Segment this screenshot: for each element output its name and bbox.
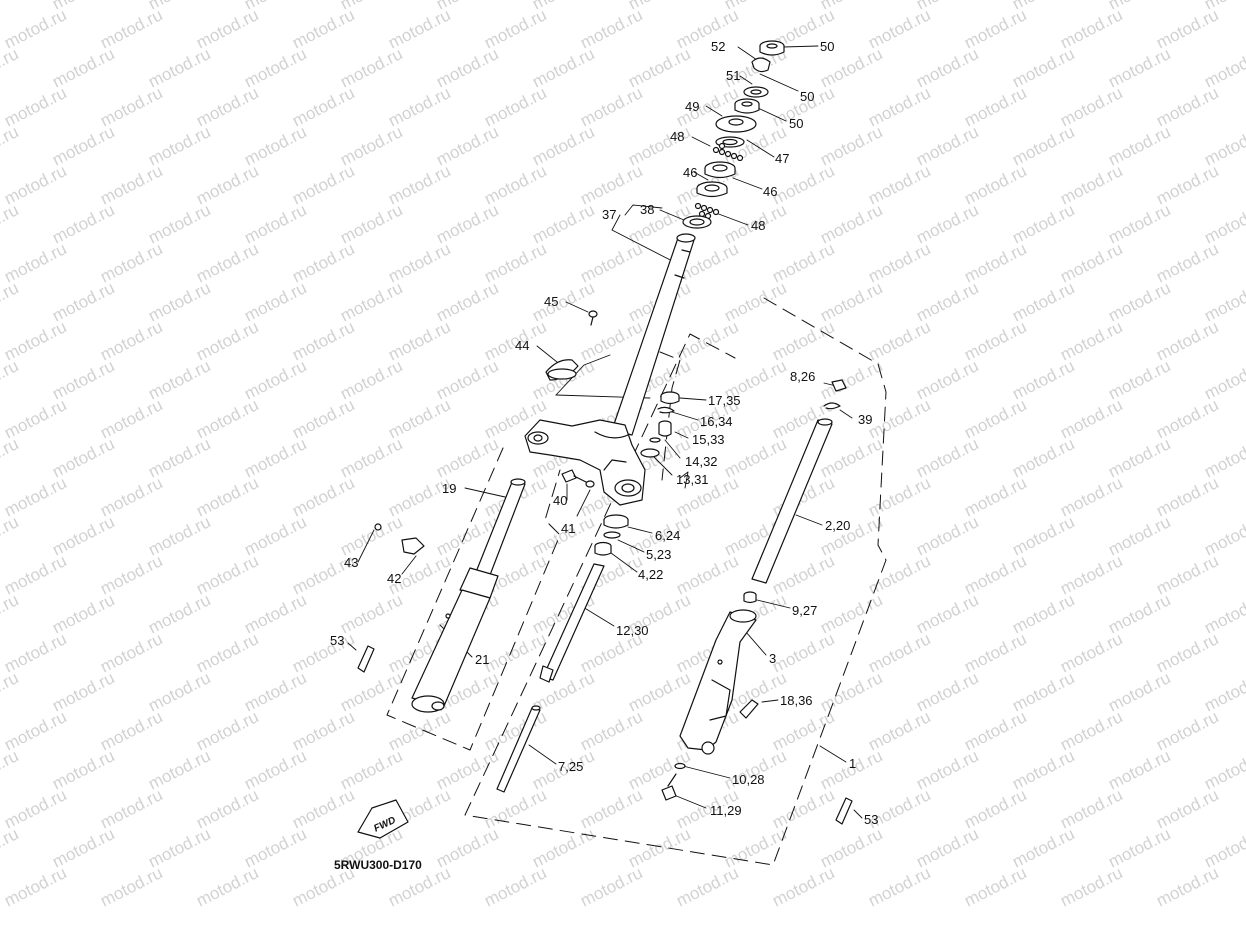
callout-7-25[interactable]: 7,25 bbox=[558, 759, 584, 774]
reflector-53-left bbox=[357, 645, 375, 673]
left-fork-leg bbox=[357, 478, 526, 713]
callout-12-30[interactable]: 12,30 bbox=[616, 623, 649, 638]
callout-40[interactable]: 40 bbox=[553, 493, 568, 508]
balls-lower bbox=[694, 202, 720, 220]
collar-9 bbox=[743, 591, 757, 604]
callout-52[interactable]: 52 bbox=[711, 39, 726, 54]
cap-17 bbox=[660, 391, 680, 405]
callout-18-36[interactable]: 18,36 bbox=[780, 693, 813, 708]
cap-bolt-43 bbox=[374, 523, 382, 531]
right-fork-outline bbox=[464, 297, 887, 866]
callout-21[interactable]: 21 bbox=[475, 652, 490, 667]
damper-rod-12 bbox=[539, 563, 605, 683]
bolt-11 bbox=[661, 773, 677, 801]
steering-stem bbox=[524, 233, 696, 506]
callout-48-a[interactable]: 48 bbox=[670, 129, 685, 144]
callout-43[interactable]: 43 bbox=[344, 555, 359, 570]
callout-6-24[interactable]: 6,24 bbox=[655, 528, 681, 543]
outer-tube-3 bbox=[679, 609, 757, 755]
callout-17-35[interactable]: 17,35 bbox=[708, 393, 741, 408]
dust-cover bbox=[715, 115, 757, 133]
callout-19[interactable]: 19 bbox=[442, 481, 457, 496]
callout-41[interactable]: 41 bbox=[561, 521, 576, 536]
callout-4-22[interactable]: 4,22 bbox=[638, 567, 664, 582]
under-bracket bbox=[524, 419, 646, 506]
callout-42[interactable]: 42 bbox=[387, 571, 402, 586]
fwd-badge: FWD bbox=[357, 799, 409, 839]
left-fork-outline bbox=[386, 447, 561, 751]
valve-15 bbox=[658, 420, 672, 437]
callout-3[interactable]: 3 bbox=[769, 651, 777, 666]
callout-8-26[interactable]: 8,26 bbox=[790, 369, 816, 384]
washer-51 bbox=[743, 86, 769, 98]
inner-tube-2 bbox=[751, 418, 833, 584]
bracket-42 bbox=[401, 537, 425, 555]
callout-1[interactable]: 1 bbox=[849, 756, 857, 771]
callout-48-b[interactable]: 48 bbox=[751, 218, 766, 233]
callout-15-33[interactable]: 15,33 bbox=[692, 432, 725, 447]
callout-9-27[interactable]: 9,27 bbox=[792, 603, 818, 618]
bushing-4 bbox=[594, 541, 612, 556]
spring-tube-7 bbox=[496, 705, 541, 793]
callout-50-c[interactable]: 50 bbox=[789, 116, 804, 131]
steering-bearing-stack bbox=[682, 40, 785, 229]
circlip-16 bbox=[657, 406, 675, 414]
seal-13 bbox=[640, 448, 660, 458]
callout-50-a[interactable]: 50 bbox=[820, 39, 835, 54]
circlip-39 bbox=[823, 402, 841, 410]
balls-upper bbox=[712, 142, 744, 162]
lock-washer bbox=[751, 57, 771, 73]
callout-50-b[interactable]: 50 bbox=[800, 89, 815, 104]
bolt-45 bbox=[588, 310, 598, 326]
callout-46-b[interactable]: 46 bbox=[763, 184, 778, 199]
bolt-40 bbox=[561, 469, 587, 483]
callout-53-right[interactable]: 53 bbox=[864, 812, 879, 827]
oring-14 bbox=[649, 437, 661, 443]
washer-41 bbox=[585, 480, 595, 488]
bracket-hardware bbox=[545, 310, 847, 556]
ball-race-46-b bbox=[696, 181, 728, 198]
reflector-53-right bbox=[835, 797, 853, 825]
cable-guide-44 bbox=[545, 359, 579, 381]
ring-nut-top bbox=[759, 40, 785, 56]
callout-44[interactable]: 44 bbox=[515, 338, 530, 353]
damper-components bbox=[496, 418, 853, 825]
callout-38[interactable]: 38 bbox=[640, 202, 655, 217]
diagram-code: 5RWU300-D170 bbox=[334, 858, 422, 872]
ball-race-46-a bbox=[704, 161, 736, 179]
seal-6 bbox=[603, 514, 629, 529]
ball-race-38 bbox=[682, 215, 712, 229]
clip-5 bbox=[603, 531, 621, 539]
callout-16-34[interactable]: 16,34 bbox=[700, 414, 733, 429]
inner-bracket bbox=[659, 351, 681, 481]
callout-11-29[interactable]: 11,29 bbox=[710, 803, 742, 818]
callout-51[interactable]: 51 bbox=[726, 68, 741, 83]
callout-46-a[interactable]: 46 bbox=[683, 165, 698, 180]
ring-nut-lower bbox=[734, 98, 760, 114]
callout-10-28[interactable]: 10,28 bbox=[732, 772, 765, 787]
callout-49[interactable]: 49 bbox=[685, 99, 700, 114]
callout-2-20[interactable]: 2,20 bbox=[825, 518, 851, 533]
callout-53-left[interactable]: 53 bbox=[330, 633, 345, 648]
washer-10 bbox=[674, 762, 686, 770]
callout-39[interactable]: 39 bbox=[858, 412, 873, 427]
callout-37[interactable]: 37 bbox=[602, 207, 617, 222]
plug-8 bbox=[831, 379, 847, 392]
label-18 bbox=[739, 699, 759, 719]
callout-14-32[interactable]: 14,32 bbox=[685, 454, 718, 469]
callout-5-23[interactable]: 5,23 bbox=[646, 547, 672, 562]
callout-13-31[interactable]: 13,31 bbox=[676, 472, 709, 487]
callout-47[interactable]: 47 bbox=[775, 151, 790, 166]
callout-45[interactable]: 45 bbox=[544, 294, 559, 309]
